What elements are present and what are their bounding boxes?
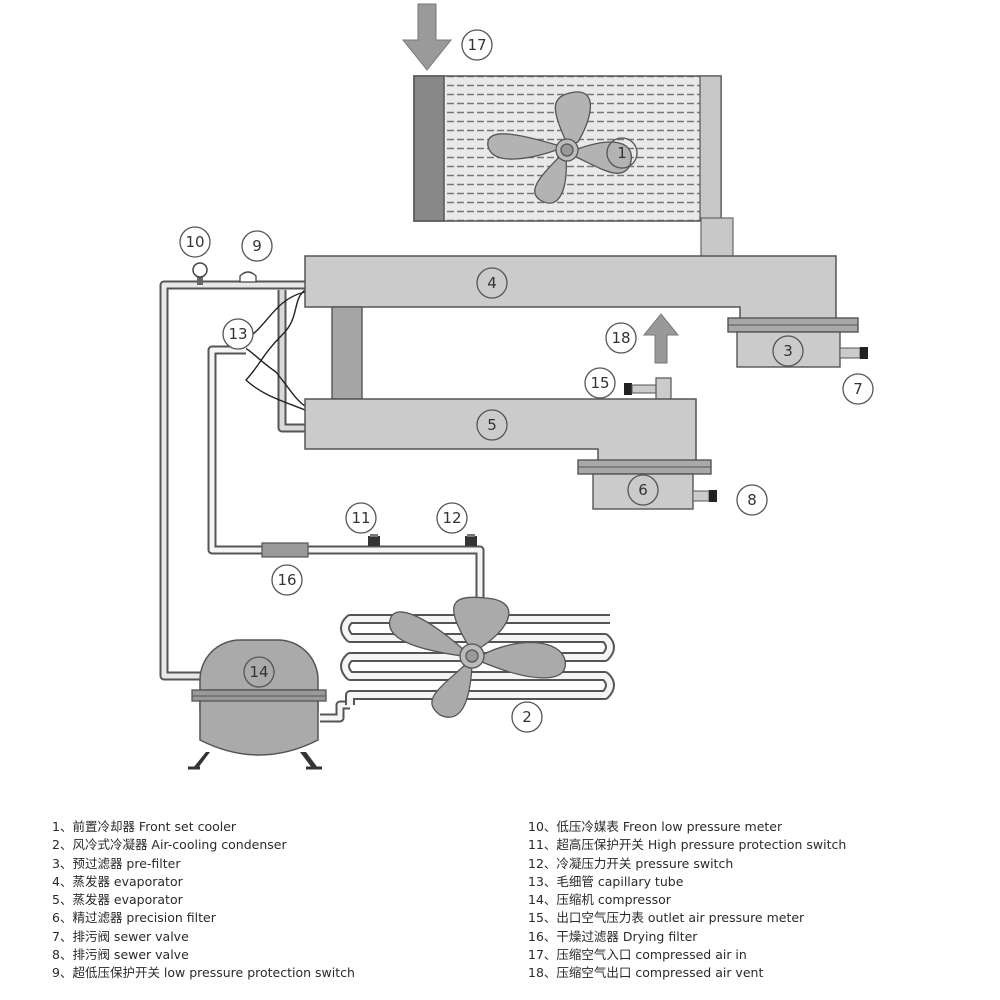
legend-item-14: 14、压缩机 compressor xyxy=(528,892,671,908)
svg-text:11: 11 xyxy=(351,509,370,527)
legend-item-3: 3、预过滤器 pre-filter xyxy=(52,855,181,871)
front-set-cooler xyxy=(413,75,734,259)
compressor xyxy=(188,639,327,770)
callout-10: 10 xyxy=(179,226,211,258)
evaporator-lower xyxy=(304,398,697,463)
callout-14: 14 xyxy=(243,656,275,688)
svg-text:9: 9 xyxy=(252,237,262,255)
callout-17: 17 xyxy=(461,29,493,61)
sewer-valve-upper xyxy=(839,347,868,359)
low-pressure-switch xyxy=(239,271,257,283)
legend-item-1: 1、前置冷却器 Front set cooler xyxy=(52,819,237,834)
legend-item-2: 2、风冷式冷凝器 Air-cooling condenser xyxy=(52,837,287,853)
svg-text:10: 10 xyxy=(185,233,204,251)
evaporator-upper xyxy=(304,255,837,321)
condenser-fan xyxy=(389,596,566,718)
condensing-pressure-switch xyxy=(465,534,477,546)
svg-text:15: 15 xyxy=(590,374,609,392)
svg-text:6: 6 xyxy=(638,481,648,499)
callout-7: 7 xyxy=(842,373,874,405)
svg-text:5: 5 xyxy=(487,416,497,434)
refrigerated-air-dryer-diagram: 1 2 3 4 5 6 7 8 9 10 11 12 xyxy=(159,3,874,770)
svg-text:4: 4 xyxy=(487,274,497,292)
sewer-valve-lower xyxy=(692,490,717,502)
callout-4: 4 xyxy=(476,267,508,299)
legend-item-12: 12、冷凝压力开关 pressure switch xyxy=(528,855,734,871)
legend-item-4: 4、蒸发器 evaporator xyxy=(52,873,183,889)
condenser-coil xyxy=(340,614,615,705)
callout-18: 18 xyxy=(605,322,637,354)
air-cooling-condenser xyxy=(340,596,615,718)
callout-9: 9 xyxy=(241,230,273,262)
callout-15: 15 xyxy=(584,367,616,399)
legend-left: 1、前置冷却器 Front set cooler 2、风冷式冷凝器 Air-co… xyxy=(52,818,355,983)
svg-text:2: 2 xyxy=(522,708,532,726)
cooler-fan xyxy=(487,91,632,204)
drying-filter xyxy=(261,542,309,558)
legend-item-9: 9、超低压保护开关 low pressure protection switch xyxy=(52,965,355,981)
air-outlet-arrow xyxy=(642,313,680,364)
callout-13: 13 xyxy=(222,318,254,350)
callout-5: 5 xyxy=(476,409,508,441)
freon-low-pressure-meter xyxy=(192,262,208,285)
callout-2: 2 xyxy=(511,701,543,733)
callout-12: 12 xyxy=(436,502,468,534)
legend-item-7: 7、排污阀 sewer valve xyxy=(52,928,189,944)
svg-text:1: 1 xyxy=(617,144,627,162)
high-pressure-switch xyxy=(368,534,380,546)
precision-filter xyxy=(577,459,717,510)
callout-16: 16 xyxy=(271,564,303,596)
svg-text:17: 17 xyxy=(467,36,486,54)
svg-text:3: 3 xyxy=(783,342,793,360)
legend-item-13: 13、毛细管 capillary tube xyxy=(528,873,684,889)
svg-text:18: 18 xyxy=(611,329,630,347)
legend-item-5: 5、蒸发器 evaporator xyxy=(52,892,183,908)
callout-3: 3 xyxy=(772,335,804,367)
svg-text:13: 13 xyxy=(228,325,247,343)
pre-filter xyxy=(727,317,868,368)
svg-text:16: 16 xyxy=(277,571,296,589)
callout-6: 6 xyxy=(627,474,659,506)
svg-text:8: 8 xyxy=(747,491,757,509)
legend-item-17: 17、压缩空气入口 compressed air in xyxy=(528,947,747,963)
callout-8: 8 xyxy=(736,484,768,516)
svg-text:12: 12 xyxy=(442,509,461,527)
evaporator-connector xyxy=(331,306,363,400)
legend-right: 10、低压冷媒表 Freon low pressure meter 11、超高压… xyxy=(528,818,846,983)
outlet-air-pressure-meter xyxy=(624,377,672,401)
legend-item-10: 10、低压冷媒表 Freon low pressure meter xyxy=(528,819,783,834)
callout-11: 11 xyxy=(345,502,377,534)
callout-1: 1 xyxy=(606,137,638,169)
legend-item-18: 18、压缩空气出口 compressed air vent xyxy=(528,965,764,981)
air-inlet-arrow xyxy=(401,3,453,71)
legend-item-8: 8、排污阀 sewer valve xyxy=(52,947,189,963)
svg-text:7: 7 xyxy=(853,380,863,398)
legend-item-15: 15、出口空气压力表 outlet air pressure meter xyxy=(528,910,805,926)
legend-item-6: 6、精过滤器 precision filter xyxy=(52,910,216,926)
svg-text:14: 14 xyxy=(249,663,268,681)
legend-item-16: 16、干燥过滤器 Drying filter xyxy=(528,928,698,944)
legend-item-11: 11、超高压保护开关 High pressure protection swit… xyxy=(528,837,847,853)
